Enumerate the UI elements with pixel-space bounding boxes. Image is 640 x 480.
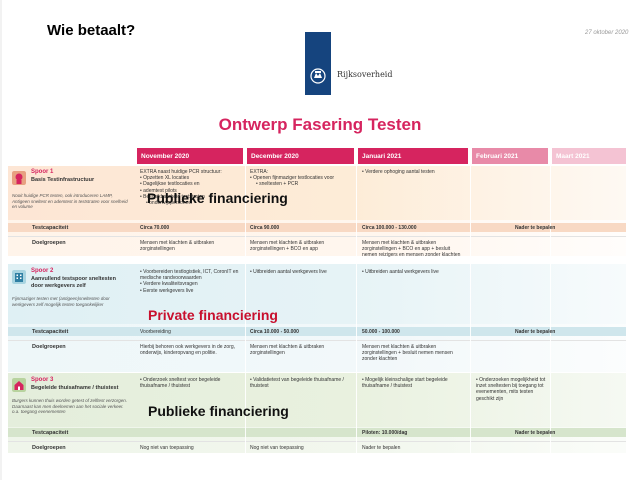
rijksoverheid-logo	[305, 32, 331, 95]
spoor2-jan-cell: Uitbreiden aantal werkgevers live	[362, 269, 466, 275]
logo-text: Rijksoverheid	[337, 70, 393, 79]
spoor1-doel-dec: Mensen met klachten & uitbraken zorginst…	[250, 240, 325, 253]
column-separator	[470, 166, 471, 454]
spoor2-cap-dec: Circa 10.000 - 50.000	[250, 329, 299, 335]
spoor3-doel-dec: Nog niet van toepassing	[250, 445, 304, 451]
month-header: December 2020	[247, 148, 354, 164]
overlay-publieke-financiering: Publieke financiering	[147, 190, 288, 206]
spoor3-cap-feb: Nader te bepalen	[515, 430, 556, 436]
spoor1-nov-cell: EXTRA naast huidige PCR structuur: Opzet…	[140, 169, 244, 206]
list-item: Dagelijkse testlocaties en	[140, 181, 244, 187]
list-item: Openen fijnmaziger testlocaties voor	[250, 175, 354, 181]
cell-heading: EXTRA naast huidige PCR structuur:	[140, 169, 222, 175]
spoor3-cap-jan: Piloten: 10.000/dag	[362, 430, 408, 436]
list-item: Onderzoek sneltest voor begeleide thuisa…	[140, 377, 244, 389]
spoor3-nov-cell: Onderzoek sneltest voor begeleide thuisa…	[140, 377, 244, 389]
list-item: Opzetten XL locaties	[140, 175, 244, 181]
left-edge	[0, 0, 2, 480]
spoor1-jan-cell: Verdere ophoging aantal testen	[362, 169, 466, 175]
spoor1-capacity-row	[8, 223, 626, 232]
list-item: ademtest pilots	[140, 188, 244, 194]
spoor1-cap-feb: Nader te bepalen	[515, 225, 556, 231]
spoor3-label: Spoor 3	[31, 377, 54, 383]
divider	[8, 441, 626, 442]
spoor2-nov-cell: Voorbereiden testlogistiek, ICT, CoronIT…	[140, 269, 244, 294]
spoor2-doel-jan: Mensen met klachten & uitbraken zorginst…	[362, 344, 453, 363]
spoor1-doel-nov: Mensen met klachten & uitbraken zorginst…	[140, 240, 215, 253]
spoor1-name: Basis Testinfrastructuur	[31, 177, 95, 183]
cell-heading: EXTRA:	[250, 169, 269, 175]
testcapaciteit-label: Testcapaciteit	[32, 430, 69, 436]
divider	[8, 340, 626, 341]
spoor2-label: Spoor 2	[31, 268, 54, 274]
overlay-private-financiering: Private financiering	[148, 307, 278, 323]
spoor2-cap-jan: 50.000 - 100.000	[362, 329, 400, 335]
house-icon	[12, 378, 26, 392]
list-item: Beschikbaarheid teststraten	[140, 194, 244, 200]
list-item: Uitbreiden aantal werkgevers live	[362, 269, 466, 275]
spoor2-dec-cell: Uitbreiden aantal werkgevers live	[250, 269, 354, 275]
spoor2-doel-nov: Hierbij behoren ook werkgevers in de zor…	[140, 344, 236, 357]
doelgroepen-label: Doelgroepen	[32, 445, 66, 451]
column-separator	[356, 166, 357, 454]
head-icon	[12, 171, 26, 185]
month-header: Maart 2021	[552, 148, 626, 164]
doelgroepen-label: Doelgroepen	[32, 240, 66, 246]
overlay-publieke-financiering: Publieke financiering	[148, 403, 289, 419]
spoor3-dec-cell: Validatietest van begeleide thuisafname …	[250, 377, 354, 389]
list-item: Onderzoeken mogelijkheid tot inzet snelt…	[476, 377, 546, 402]
spoor2-doel-dec: Mensen met klachten & uitbraken zorginst…	[250, 344, 325, 357]
slide-date: 27 oktober 2020	[585, 30, 629, 36]
spoor1-cap-jan: Circa 100.000 - 130.000	[362, 225, 417, 231]
testcapaciteit-label: Testcapaciteit	[32, 329, 69, 335]
column-separator	[245, 166, 246, 454]
spoor3-jan-cell: Mogelijk kleinschalige start begeleide t…	[362, 377, 466, 389]
spoor2-cap-feb: Nader te bepalen	[515, 329, 556, 335]
spoor3-name: Begeleide thuisafname / thuistest	[31, 385, 119, 391]
list-item: Validatietest van begeleide thuisafname …	[250, 377, 354, 389]
spoor2-cap-nov: Voorbereiding	[140, 329, 171, 335]
doelgroepen-label: Doelgroepen	[32, 344, 66, 350]
column-separator	[550, 166, 551, 454]
list-item: Verdere ophoging aantal testen	[362, 169, 466, 175]
list-item: sneltesten + PCR	[250, 181, 354, 187]
month-header: Februari 2021	[472, 148, 548, 164]
list-item: Verdere kwaliteitsvragen	[140, 281, 244, 287]
list-item: Mogelijk kleinschalige start begeleide t…	[362, 377, 466, 389]
month-header: Januari 2021	[358, 148, 468, 164]
list-item: Voorbereiden testlogistiek, ICT, CoronIT…	[140, 269, 244, 281]
spoor1-doel-jan: Mensen met klachten & uitbraken zorginst…	[362, 240, 461, 259]
spoor3-feb-cell: Onderzoeken mogelijkheid tot inzet snelt…	[476, 377, 546, 402]
spoor3-description: Burgers kunnen thuis worden getest of ze…	[12, 398, 128, 415]
document-title: Ontwerp Fasering Testen	[218, 115, 422, 134]
list-item: Eerste werkgevers live	[140, 288, 244, 294]
list-item: Uitbreiden aantal werkgevers live	[250, 269, 354, 275]
spoor1-cap-nov: Circa 70.000	[140, 225, 170, 231]
testcapaciteit-label: Testcapaciteit	[32, 225, 69, 231]
spoor2-description: Fijnmaziger testen met (antigeen)sneltes…	[12, 296, 110, 307]
spoor3-capacity-row	[8, 428, 626, 437]
spoor1-label: Spoor 1	[31, 169, 54, 175]
building-icon	[12, 270, 26, 284]
spoor2-capacity-row	[8, 327, 626, 336]
spoor1-description: Nooit huidige PCR testen, ook introducer…	[12, 193, 128, 210]
spoor1-dec-cell: EXTRA: Openen fijnmaziger testlocaties v…	[250, 169, 354, 188]
list-item: onderwijspersoneel	[140, 200, 244, 206]
spoor3-doel-nov: Nog niet van toepassing	[140, 445, 194, 451]
slide-title: Wie betaalt?	[47, 22, 136, 39]
crest-icon	[310, 68, 326, 84]
divider	[8, 236, 626, 237]
month-header: November 2020	[137, 148, 243, 164]
spoor3-doel-jan: Nader te bepalen	[362, 445, 401, 451]
spoor1-cap-dec: Circa 90.000	[250, 225, 280, 231]
spoor2-name: Aanvullend testspoor sneltesten door wer…	[31, 276, 116, 289]
